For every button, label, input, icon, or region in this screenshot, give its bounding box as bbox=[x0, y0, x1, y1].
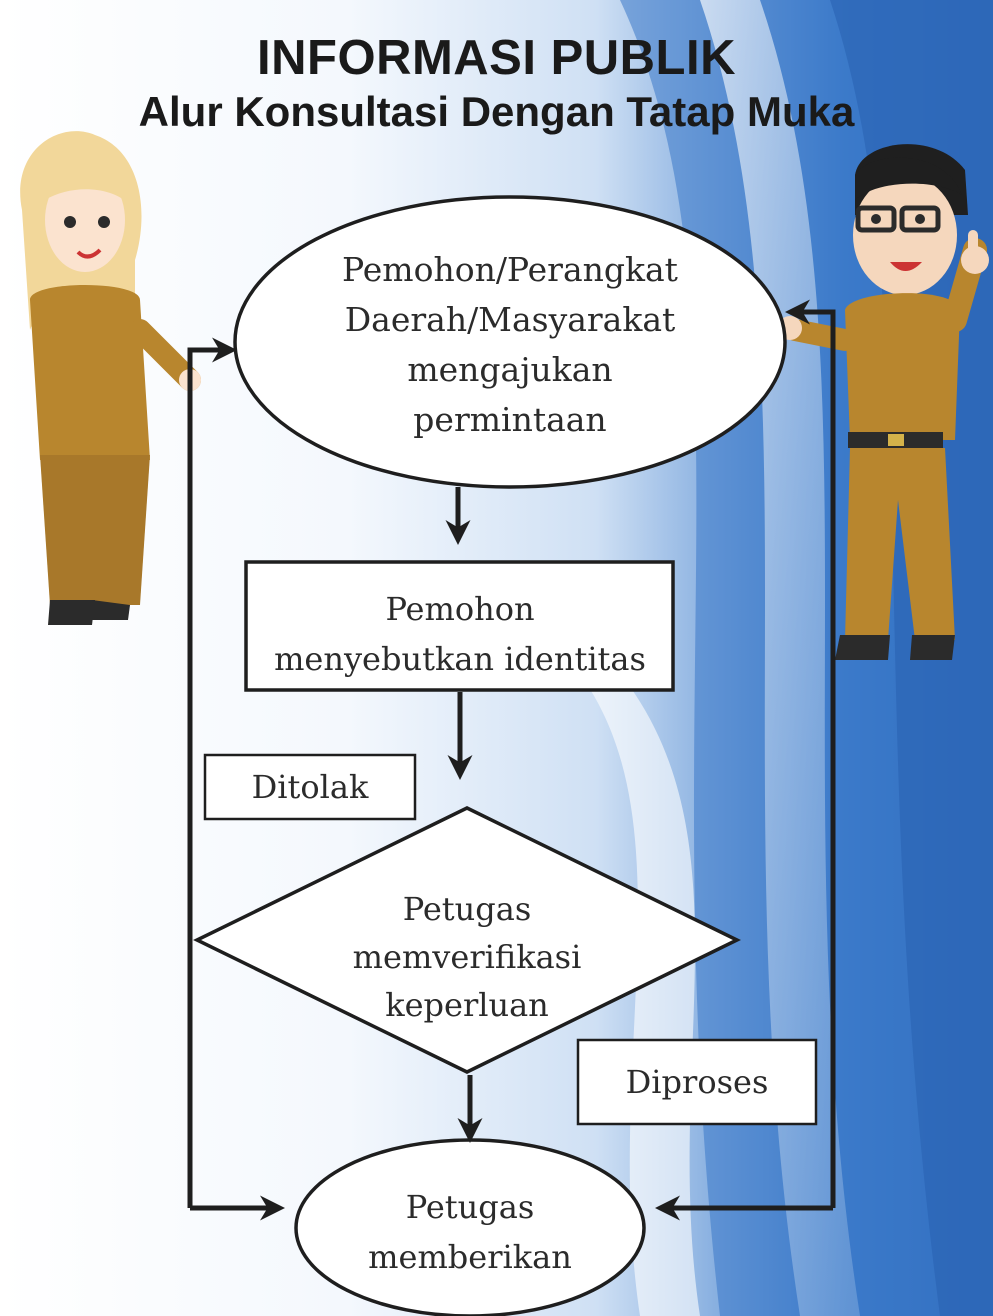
end-node-label: Petugas memberikan bbox=[330, 1182, 610, 1282]
page-subtitle: Alur Konsultasi Dengan Tatap Muka bbox=[138, 88, 855, 135]
rejected-label: Ditolak bbox=[251, 768, 369, 806]
end-node-line: memberikan bbox=[368, 1238, 572, 1276]
decision-node-line: memverifikasi bbox=[352, 938, 582, 976]
background-swoosh-2 bbox=[560, 650, 700, 1316]
start-node-line: Pemohon/Perangkat bbox=[342, 250, 678, 289]
arrow-left-loop-to-start bbox=[187, 337, 237, 1208]
rejected-label-box bbox=[203, 753, 417, 821]
decision-node-shape bbox=[193, 806, 741, 1074]
start-node-line: mengajukan bbox=[407, 350, 613, 389]
identity-node-label: Pemohon menyebutkan identitas bbox=[250, 584, 670, 684]
arrow-right-loop-to-start bbox=[785, 299, 836, 1208]
start-node-line: Daerah/Masyarakat bbox=[344, 300, 676, 339]
end-node-line: Petugas bbox=[405, 1188, 535, 1226]
background-swoosh-1 bbox=[700, 0, 860, 1316]
identity-node-line: Pemohon bbox=[385, 590, 535, 628]
page-title: INFORMASI PUBLIK bbox=[257, 31, 736, 85]
female-officer-illustration bbox=[20, 131, 201, 625]
male-officer-illustration bbox=[778, 144, 989, 660]
decision-node-line: Petugas bbox=[402, 890, 532, 928]
identity-node-line: menyebutkan identitas bbox=[274, 640, 646, 678]
start-node-label: Pemohon/Perangkat Daerah/Masyarakat meng… bbox=[300, 245, 720, 445]
start-node-line: permintaan bbox=[413, 400, 607, 439]
processed-label: Diproses bbox=[625, 1063, 769, 1101]
decision-node-line: keperluan bbox=[385, 986, 549, 1024]
identity-node-shape bbox=[244, 560, 675, 692]
decision-node-label: Petugas memverifikasi keperluan bbox=[317, 885, 617, 1029]
processed-label-box bbox=[576, 1038, 818, 1126]
